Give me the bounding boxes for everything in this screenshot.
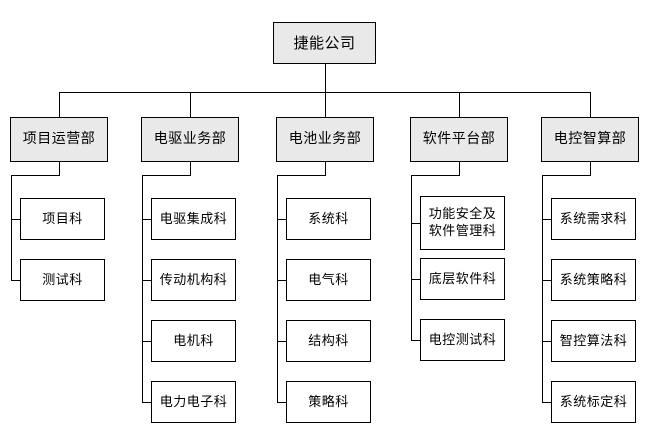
org-node-dept-1[interactable]: 电驱业务部 <box>141 117 239 162</box>
org-node-section-2-0[interactable]: 系统科 <box>286 198 371 240</box>
connector-dept-elbow-4 <box>542 175 591 176</box>
connector-child-stub-1-2 <box>142 341 152 342</box>
connector-dept-stub-2 <box>325 162 326 175</box>
connector-child-stub-0-0 <box>11 219 21 220</box>
connector-dept-drop-0 <box>59 92 60 117</box>
connector-spine-3 <box>411 175 412 341</box>
org-node-section-2-1[interactable]: 电气科 <box>286 259 371 301</box>
org-node-section-4-2[interactable]: 智控算法科 <box>551 320 636 362</box>
connector-child-stub-3-1 <box>411 279 421 280</box>
connector-child-stub-4-0 <box>542 219 552 220</box>
org-node-dept-4[interactable]: 电控智算部 <box>541 117 639 162</box>
connector-dept-elbow-0 <box>11 175 60 176</box>
org-node-section-3-1[interactable]: 底层软件科 <box>420 258 505 300</box>
connector-spine-1 <box>142 175 143 403</box>
connector-child-stub-3-2 <box>411 340 421 341</box>
connector-spine-0 <box>11 175 12 281</box>
connector-child-stub-4-3 <box>542 402 552 403</box>
connector-child-stub-1-3 <box>142 402 152 403</box>
connector-dept-elbow-3 <box>411 175 460 176</box>
connector-child-stub-4-1 <box>542 280 552 281</box>
org-node-section-0-0[interactable]: 项目科 <box>20 198 105 240</box>
org-node-section-0-1[interactable]: 测试科 <box>20 259 105 301</box>
connector-dept-stub-0 <box>59 162 60 175</box>
connector-dept-drop-1 <box>190 92 191 117</box>
connector-dept-drop-3 <box>459 92 460 117</box>
connector-dept-drop-2 <box>325 92 326 117</box>
org-node-section-2-2[interactable]: 结构科 <box>286 320 371 362</box>
org-node-section-1-0[interactable]: 电驱集成科 <box>151 198 236 240</box>
org-node-root[interactable]: 捷能公司 <box>273 22 376 64</box>
connector-dept-drop-4 <box>590 92 591 117</box>
org-node-dept-2[interactable]: 电池业务部 <box>276 117 374 162</box>
connector-child-stub-1-0 <box>142 219 152 220</box>
connector-child-stub-2-1 <box>277 280 287 281</box>
connector-child-stub-3-0 <box>411 223 421 224</box>
org-node-section-4-3[interactable]: 系统标定科 <box>551 381 636 423</box>
connector-dept-elbow-1 <box>142 175 191 176</box>
connector-child-stub-1-1 <box>142 280 152 281</box>
connector-child-stub-2-2 <box>277 341 287 342</box>
connector-dept-stub-1 <box>190 162 191 175</box>
org-node-section-1-1[interactable]: 传动机构科 <box>151 259 236 301</box>
org-node-section-1-3[interactable]: 电力电子科 <box>151 381 236 423</box>
connector-child-stub-2-0 <box>277 219 287 220</box>
org-node-dept-3[interactable]: 软件平台部 <box>410 117 508 162</box>
connector-dept-stub-4 <box>590 162 591 175</box>
connector-root-drop <box>325 64 326 92</box>
org-node-section-4-1[interactable]: 系统策略科 <box>551 259 636 301</box>
connector-spine-2 <box>277 175 278 403</box>
connector-spine-4 <box>542 175 543 403</box>
connector-dept-stub-3 <box>459 162 460 175</box>
connector-child-stub-4-2 <box>542 341 552 342</box>
org-node-dept-0[interactable]: 项目运营部 <box>10 117 108 162</box>
org-node-section-3-2[interactable]: 电控测试科 <box>420 319 505 361</box>
org-node-section-2-3[interactable]: 策略科 <box>286 381 371 423</box>
org-node-section-3-0[interactable]: 功能安全及 软件管理科 <box>420 196 505 250</box>
connector-child-stub-2-3 <box>277 402 287 403</box>
org-node-section-1-2[interactable]: 电机科 <box>151 320 236 362</box>
org-node-section-4-0[interactable]: 系统需求科 <box>551 198 636 240</box>
connector-dept-elbow-2 <box>277 175 326 176</box>
connector-child-stub-0-1 <box>11 280 21 281</box>
